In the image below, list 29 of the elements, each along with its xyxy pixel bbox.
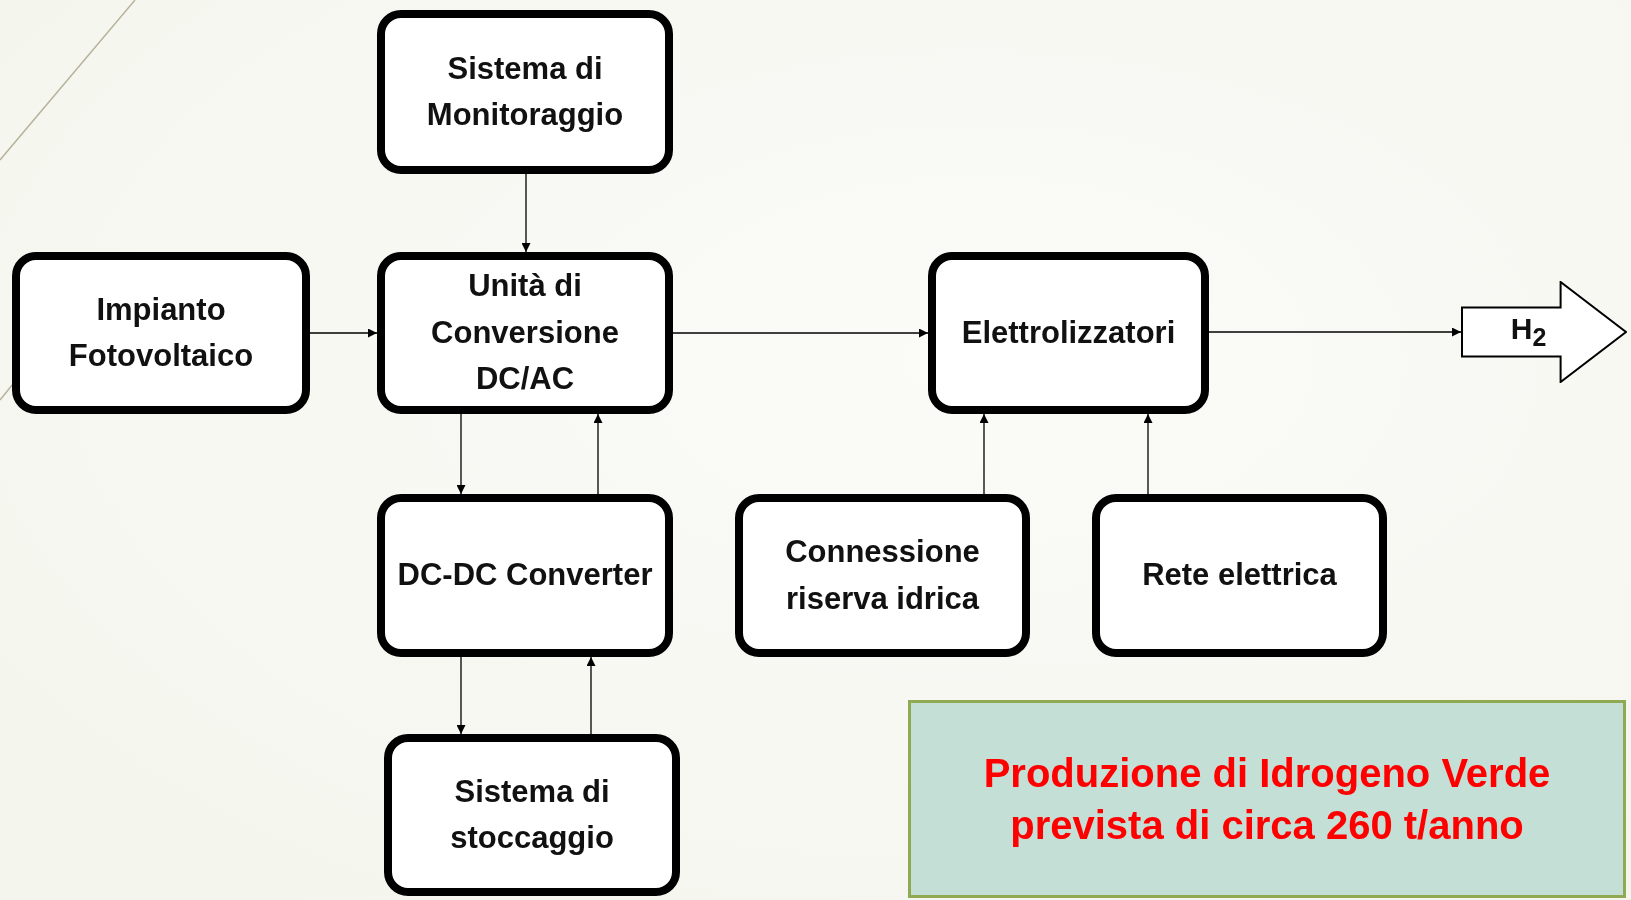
arrow	[672, 328, 929, 338]
arrow	[1143, 413, 1153, 495]
arrow	[586, 656, 596, 735]
arrow	[309, 328, 378, 338]
process-box	[377, 494, 673, 657]
arrow	[1208, 327, 1462, 337]
box-label: Sistema di Monitoraggio	[425, 49, 625, 134]
highlight-box	[908, 700, 1626, 898]
arrow	[593, 413, 603, 495]
process-box	[735, 494, 1030, 657]
process-box	[12, 252, 310, 414]
process-box	[384, 734, 680, 896]
box-label: Elettrolizzatori	[960, 313, 1177, 352]
box-label: Unità di Conversione DC/AC	[430, 267, 620, 399]
node-label: H$_{2}$	[1510, 314, 1547, 350]
process-box	[928, 252, 1209, 414]
arrow	[521, 173, 531, 253]
process-box	[377, 252, 673, 414]
highlight-text: Produzione di Idrogeno Verde prevista di circa 260 t/anno	[982, 750, 1552, 849]
arrow	[979, 413, 989, 495]
process-box	[1092, 494, 1387, 657]
arrow	[456, 413, 466, 495]
process-box	[377, 10, 673, 174]
box-label: Rete elettrica	[1141, 556, 1338, 595]
box-label: Connessione riserva idrica	[784, 533, 981, 618]
box-label: Impianto Fotovoltaico	[67, 290, 255, 375]
box-label: DC-DC Converter	[396, 556, 654, 595]
box-label: Sistema di stoccaggio	[449, 772, 615, 857]
arrow	[456, 656, 466, 735]
